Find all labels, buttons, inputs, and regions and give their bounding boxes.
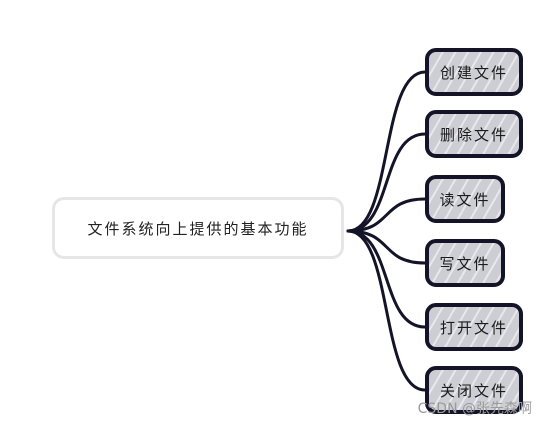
connector-open (346, 229, 427, 329)
leaf-label-create: 创建文件 (439, 63, 508, 82)
leaf-label-delete: 删除文件 (439, 125, 508, 144)
root-label: 文件系统向上提供的基本功能 (87, 219, 309, 238)
leaf-node-read: 读文件 (425, 175, 505, 223)
leaf-label-close: 关闭文件 (439, 381, 508, 400)
watermark: CSDN @张先森啊 (417, 401, 532, 417)
leaf-node-open: 打开文件 (425, 303, 523, 351)
leaf-node-create: 创建文件 (425, 48, 523, 96)
connector-write (346, 229, 427, 265)
root-node: 文件系统向上提供的基本功能 (52, 197, 344, 259)
connector-read (346, 197, 427, 233)
connector-close (346, 229, 427, 392)
connector-create (346, 70, 427, 233)
leaf-node-write: 写文件 (425, 239, 505, 287)
leaf-node-close: 关闭文件 (425, 366, 523, 414)
leaf-label-open: 打开文件 (439, 318, 508, 337)
leaf-label-read: 读文件 (439, 190, 491, 209)
connector-delete (346, 132, 427, 233)
leaf-label-write: 写文件 (439, 254, 491, 273)
leaf-node-delete: 删除文件 (425, 110, 523, 158)
